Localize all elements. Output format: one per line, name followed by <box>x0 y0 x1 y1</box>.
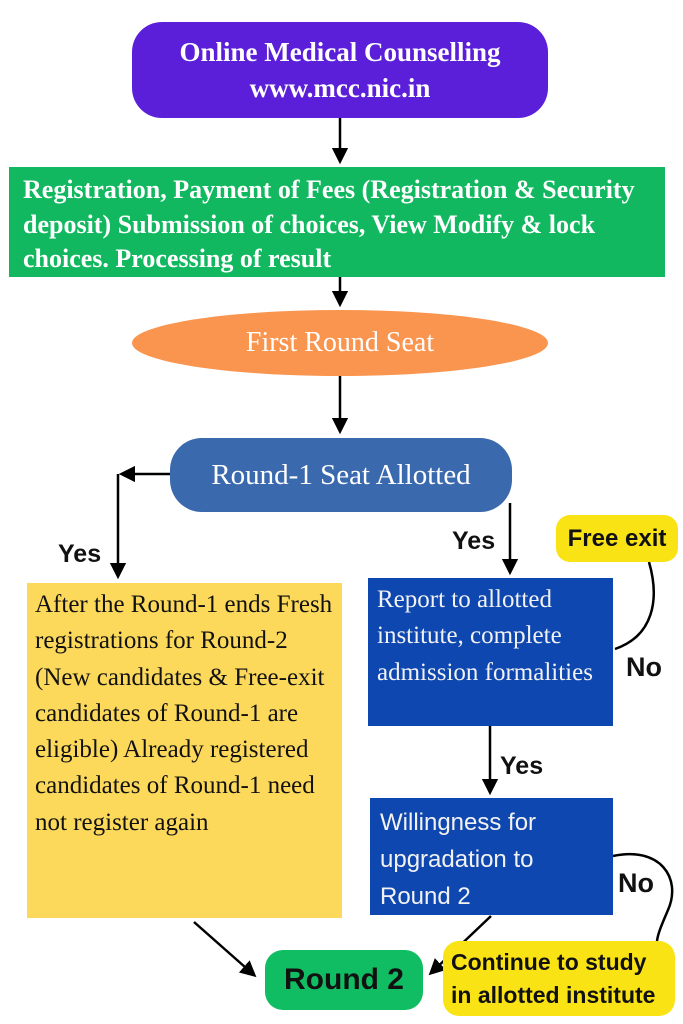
round1-seat-allotted-node: Round-1 Seat Allotted <box>170 438 512 512</box>
report-institute-node: Report to allotted institute, complete a… <box>368 578 613 726</box>
first-round-seat-node: First Round Seat <box>132 310 548 376</box>
round2-node: Round 2 <box>265 950 423 1010</box>
edge-label-no-right: No <box>626 652 662 682</box>
process-node: Registration, Payment of Fees (Registrat… <box>9 167 665 277</box>
edge-label-yes-left: Yes <box>58 540 102 568</box>
edge-label-yes-right: Yes <box>452 527 496 555</box>
title-node: Online Medical Counselling www.mcc.nic.i… <box>132 22 548 118</box>
free-exit-badge: Free exit <box>556 515 678 562</box>
continue-study-node: Continue to study in allotted institute <box>443 941 675 1016</box>
edge-label-yes-mid: Yes <box>500 752 544 780</box>
edge-label-no-bottom: No <box>618 868 654 898</box>
round2-registration-note-node: After the Round-1 ends Fresh registratio… <box>27 583 342 918</box>
title-line2: www.mcc.nic.in <box>249 73 431 103</box>
willingness-upgradation-node: Willingness for upgradation to Round 2 <box>370 798 613 915</box>
title-line1: Online Medical Counselling <box>179 36 501 67</box>
